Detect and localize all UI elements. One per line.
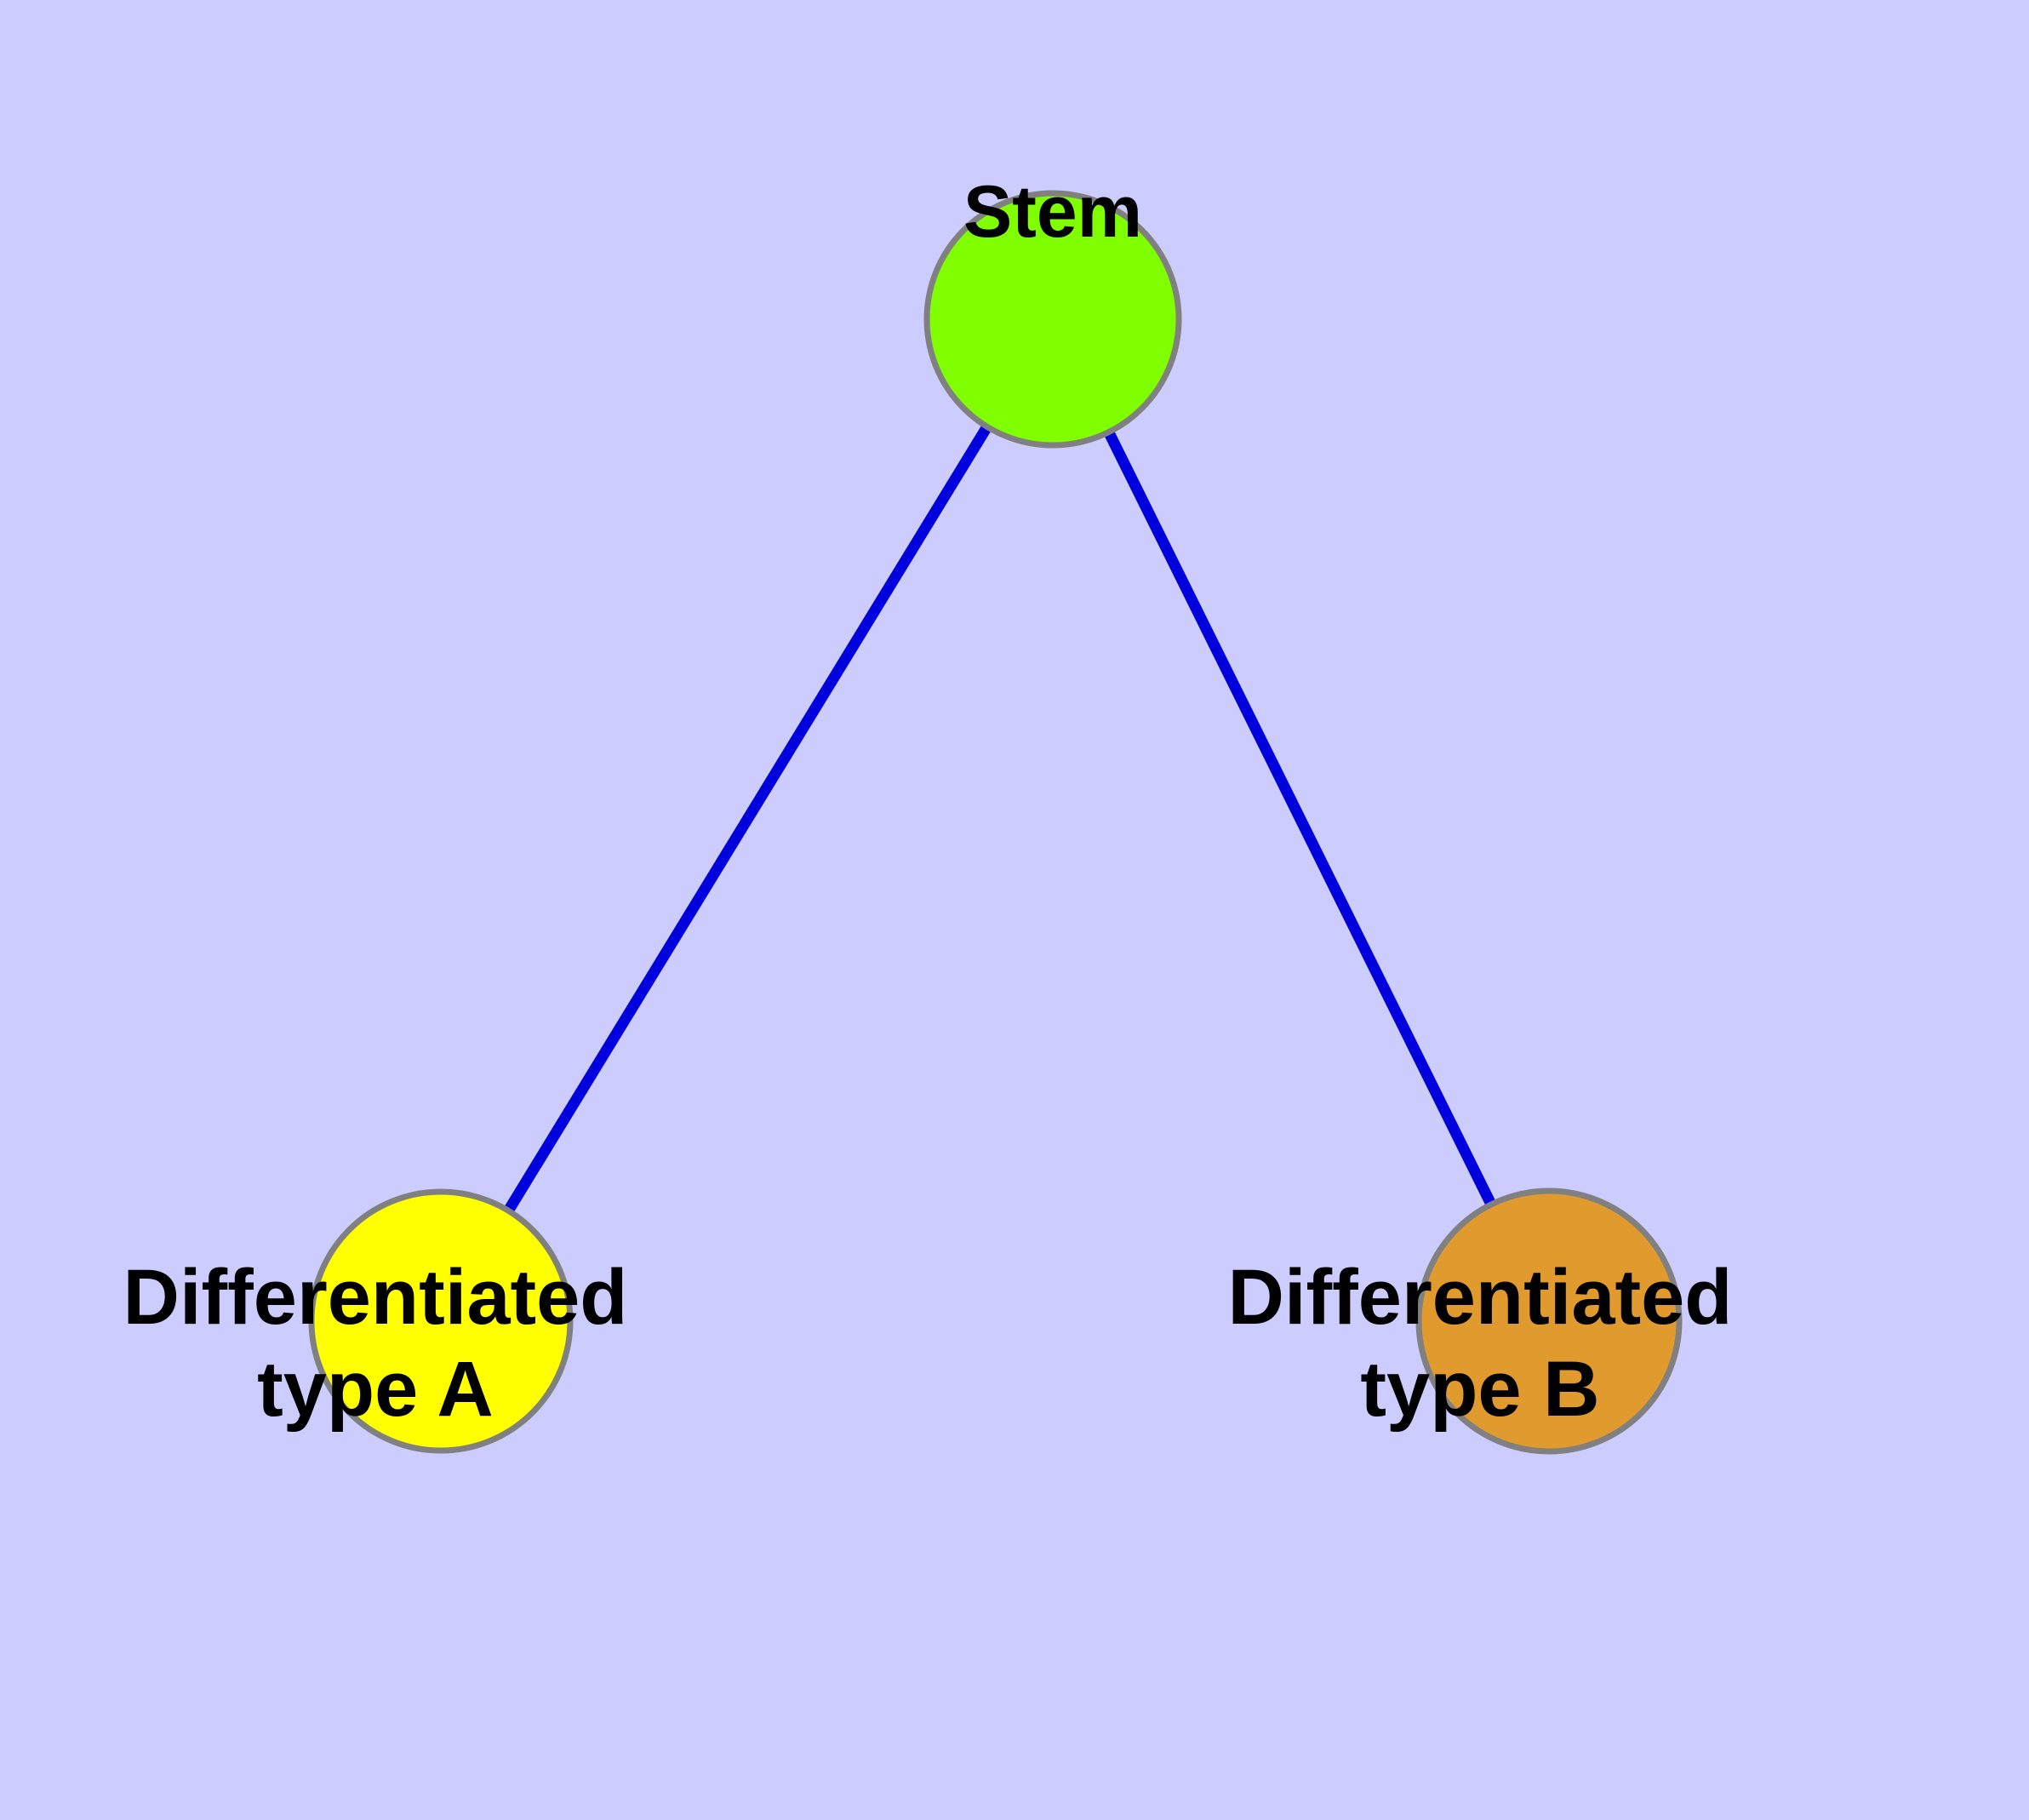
node-circle-stem[interactable] <box>923 190 1182 449</box>
edge-stem-to-a[interactable] <box>436 316 1058 1325</box>
node-label-line: type B <box>1360 1346 1599 1433</box>
edge-stem-to-b[interactable] <box>1048 317 1554 1324</box>
node-circle-diff-b[interactable] <box>1415 1188 1683 1455</box>
node-label-line: Differentiated <box>1228 1254 1733 1341</box>
node-label-line: Stem <box>963 171 1142 253</box>
node-circle-diff-a[interactable] <box>308 1188 574 1454</box>
node-label-line: Differentiated <box>123 1254 628 1341</box>
node-label-stem: Stem <box>963 171 1142 253</box>
node-stem[interactable]: Stem <box>923 171 1182 449</box>
edges-layer <box>436 316 1554 1325</box>
node-label-line: type A <box>257 1346 494 1433</box>
